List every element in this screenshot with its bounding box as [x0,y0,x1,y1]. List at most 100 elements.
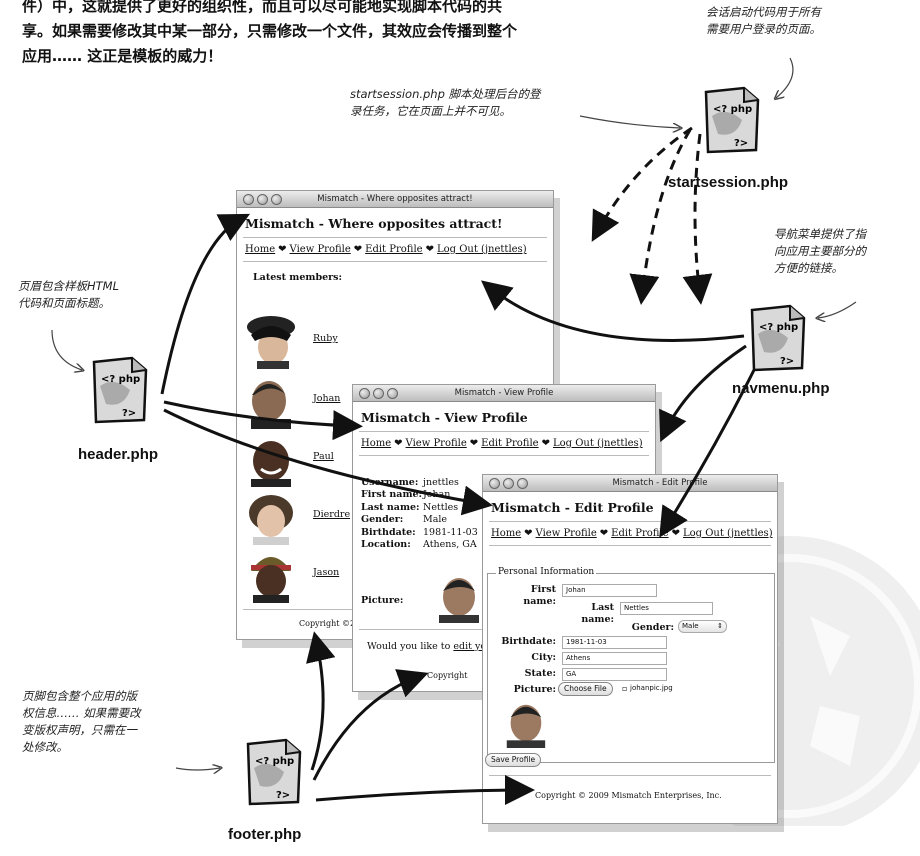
close-button[interactable] [243,194,254,205]
note-header: 页眉包含样板HTML 代码和页面标题。 [18,278,119,312]
divider [489,545,771,546]
heart-icon: ❤ [671,528,680,539]
state-field[interactable]: GA [562,668,667,681]
nav-edit-profile-link[interactable]: Edit Profile [611,528,669,539]
php-close-tag: ?> [734,138,748,149]
window-title: Mismatch - Edit Profile [612,478,708,488]
window-controls [489,478,528,489]
zoom-button[interactable] [517,478,528,489]
php-file-icon: <? php ?> [246,738,302,806]
heart-icon: ❤ [353,244,363,255]
close-button[interactable] [489,478,500,489]
birthdate-field[interactable]: 1981-11-03 [562,636,667,649]
divider [243,237,547,238]
save-profile-button[interactable]: Save Profile [485,753,542,767]
latest-members-heading: Latest members: [253,272,343,283]
note-arrow [175,768,220,770]
nav-logout-link[interactable]: Log Out (jnettles) [436,244,527,255]
php-open-tag: <? php [101,374,140,385]
php-open-tag: <? php [255,756,294,767]
gender-select[interactable]: Male⇕ [678,620,727,633]
close-button[interactable] [359,388,370,399]
profile-value: Nettles [423,501,459,513]
note-line: 方便的链接。 [774,261,843,275]
header-label: header.php [78,446,159,463]
minimize-button[interactable] [257,194,268,205]
member-photo [249,495,293,545]
note-line: 页眉包含样板HTML [18,279,120,293]
heart-icon: ❤ [524,528,533,539]
file-icon: ▫ [622,684,628,693]
note-line: 需要用户登录的页面。 [706,22,821,36]
note-line: 处修改。 [22,740,68,754]
intro-line: 件）中，这就提供了更好的组织性，而且可以尽可能地实现脚本代码的共 [22,0,503,15]
note-line: 导航菜单提供了指 [774,227,866,241]
page-title: Mismatch - Where opposites attract! [245,216,503,231]
php-close-tag: ?> [122,408,136,419]
profile-value: jnettles [423,477,459,488]
footer-label: footer.php [228,826,302,843]
nav-view-profile-link[interactable]: View Profile [405,438,467,449]
note-line: 页脚包含整个应用的版 [22,689,137,703]
member-link-johan[interactable]: Johan [313,393,341,404]
nav-edit-profile-link[interactable]: Edit Profile [365,244,423,255]
choose-file-button[interactable]: Choose File [558,682,613,696]
nav-logout-link[interactable]: Log Out (jnettles) [682,528,773,539]
edit-prompt: Would you like to edit yo [367,641,486,652]
profile-key: Username: [361,477,419,488]
copyright-text: Copyright ©200 [299,619,366,628]
city-field[interactable]: Athens [562,652,667,665]
last-name-field[interactable]: Nettles [620,602,713,615]
zoom-button[interactable] [271,194,282,205]
nav-home-link[interactable]: Home [361,438,392,449]
profile-key: First name: [361,489,423,501]
first-name-field[interactable]: Johan [562,584,657,597]
navmenu: Home❤View Profile❤Edit Profile❤Log Out (… [361,438,647,449]
divider [359,455,649,456]
window-controls [243,194,282,205]
copyright-text: Copyright [427,671,468,680]
minimize-button[interactable] [373,388,384,399]
edit-prompt-text: Would you like to [367,641,451,652]
php-close-tag: ?> [780,356,794,367]
member-link-paul[interactable]: Paul [313,451,334,462]
nav-view-profile-link[interactable]: View Profile [289,244,351,255]
nav-home-link[interactable]: Home [491,528,522,539]
fieldset-legend: Personal Information [496,567,597,577]
php-file-icon: <? php ?> [92,356,148,424]
picture-label: Picture: [513,684,556,695]
gender-label: Gender: [631,622,674,633]
window-controls [359,388,398,399]
php-file-icon: <? php ?> [704,86,760,154]
profile-row: Birthdate:1981-11-03 [361,527,478,539]
personal-info-fieldset: Personal Information First name: Johan L… [487,567,775,763]
php-close-tag: ?> [276,790,290,801]
nav-home-link[interactable]: Home [245,244,276,255]
nav-view-profile-link[interactable]: View Profile [535,528,597,539]
list-item: Ruby [243,313,383,371]
file-name: johanpic.jpg [630,684,673,692]
divider [489,775,771,776]
php-open-tag: <? php [759,322,798,333]
note-session-startup: 会话启动代码用于所有 需要用户登录的页面。 [706,4,821,38]
zoom-button[interactable] [387,388,398,399]
member-link-ruby[interactable]: Ruby [313,333,338,344]
php-file-icon: <? php ?> [750,304,806,372]
city-label: City: [531,652,556,663]
footer-arrow [306,631,336,771]
nav-edit-profile-link[interactable]: Edit Profile [481,438,539,449]
nav-logout-link[interactable]: Log Out (jnettles) [552,438,643,449]
member-link-jason[interactable]: Jason [313,567,340,578]
profile-value: Male [423,514,448,526]
member-link-dierdre[interactable]: Dierdre [313,509,351,520]
profile-key: Birthdate: [361,526,416,538]
heart-icon: ❤ [469,438,479,449]
profile-row: Username: jnettles [361,477,478,489]
edit-profile-link[interactable]: edit yo [453,641,487,652]
divider [243,261,547,262]
minimize-button[interactable] [503,478,514,489]
divider [489,521,771,522]
intro-line: 应用…… 这正是模板的威力！ [22,47,223,65]
page-title: Mismatch - Edit Profile [491,500,654,515]
profile-row: First name:Johan [361,489,478,501]
